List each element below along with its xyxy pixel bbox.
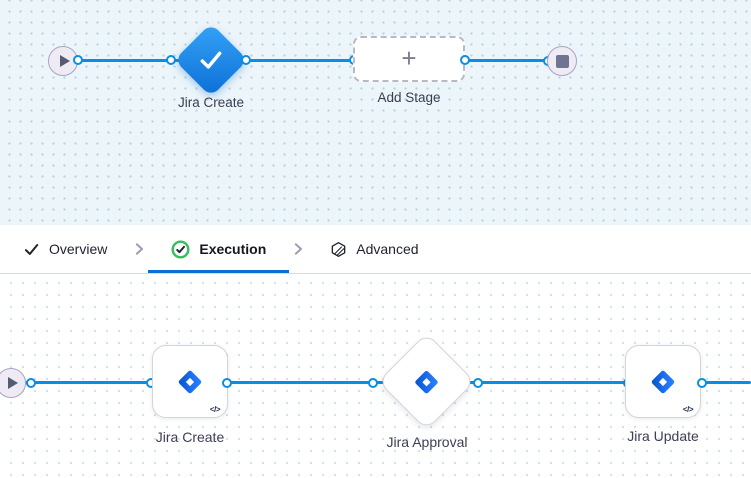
play-icon xyxy=(7,377,18,389)
add-stage-button[interactable]: + xyxy=(353,36,465,82)
tab-execution[interactable]: Execution xyxy=(148,225,289,273)
add-stage-label: Add Stage xyxy=(377,90,441,105)
step-node-jira-approval[interactable] xyxy=(377,332,476,431)
execution-start-node[interactable] xyxy=(0,368,26,398)
edge-line xyxy=(11,381,751,384)
step-label: Jira Approval xyxy=(386,434,468,450)
tab-label: Overview xyxy=(49,241,108,257)
connector-port[interactable] xyxy=(166,55,176,65)
connector-port[interactable] xyxy=(241,55,251,65)
step-label: Jira Update xyxy=(627,428,699,444)
connector-port[interactable] xyxy=(697,378,707,388)
tab-advanced[interactable]: Advanced xyxy=(307,225,441,273)
tab-overview[interactable]: Overview xyxy=(0,225,130,273)
play-icon xyxy=(59,55,70,67)
step-node-jira-update[interactable]: </> xyxy=(625,345,701,418)
check-icon xyxy=(195,44,227,76)
step-node-jira-create[interactable]: </> xyxy=(152,345,228,418)
hexagon-layers-icon xyxy=(330,241,347,258)
chevron-separator-icon xyxy=(289,225,307,273)
connector-port[interactable] xyxy=(222,378,232,388)
code-badge: </> xyxy=(682,405,694,414)
pipeline-stages-canvas[interactable]: + Jira Create Add Stage xyxy=(0,0,751,225)
step-label: Jira Create xyxy=(155,429,225,445)
connector-port[interactable] xyxy=(473,378,483,388)
chevron-separator-icon xyxy=(130,225,148,273)
connector-port[interactable] xyxy=(368,378,378,388)
connector-port[interactable] xyxy=(460,55,470,65)
connector-port[interactable] xyxy=(26,378,36,388)
connector-port[interactable] xyxy=(73,55,83,65)
execution-steps-canvas[interactable]: </> </> Jira Create Jira Approval Jira U… xyxy=(0,274,751,478)
tab-label: Execution xyxy=(199,241,267,257)
stage-label: Jira Create xyxy=(177,95,245,110)
success-circle-icon xyxy=(171,239,190,259)
jira-icon xyxy=(648,367,678,397)
code-badge: </> xyxy=(209,405,221,414)
tab-label: Advanced xyxy=(356,241,419,257)
stop-icon xyxy=(555,54,569,68)
stage-node-jira-create[interactable] xyxy=(174,23,248,97)
jira-icon xyxy=(175,367,205,397)
check-icon xyxy=(23,241,40,258)
edge-line xyxy=(62,59,548,62)
pipeline-end-node[interactable] xyxy=(547,46,577,76)
plus-icon: + xyxy=(401,42,417,73)
stage-config-tab-bar: Overview Execution Advanced xyxy=(0,225,751,274)
jira-icon xyxy=(412,367,442,397)
